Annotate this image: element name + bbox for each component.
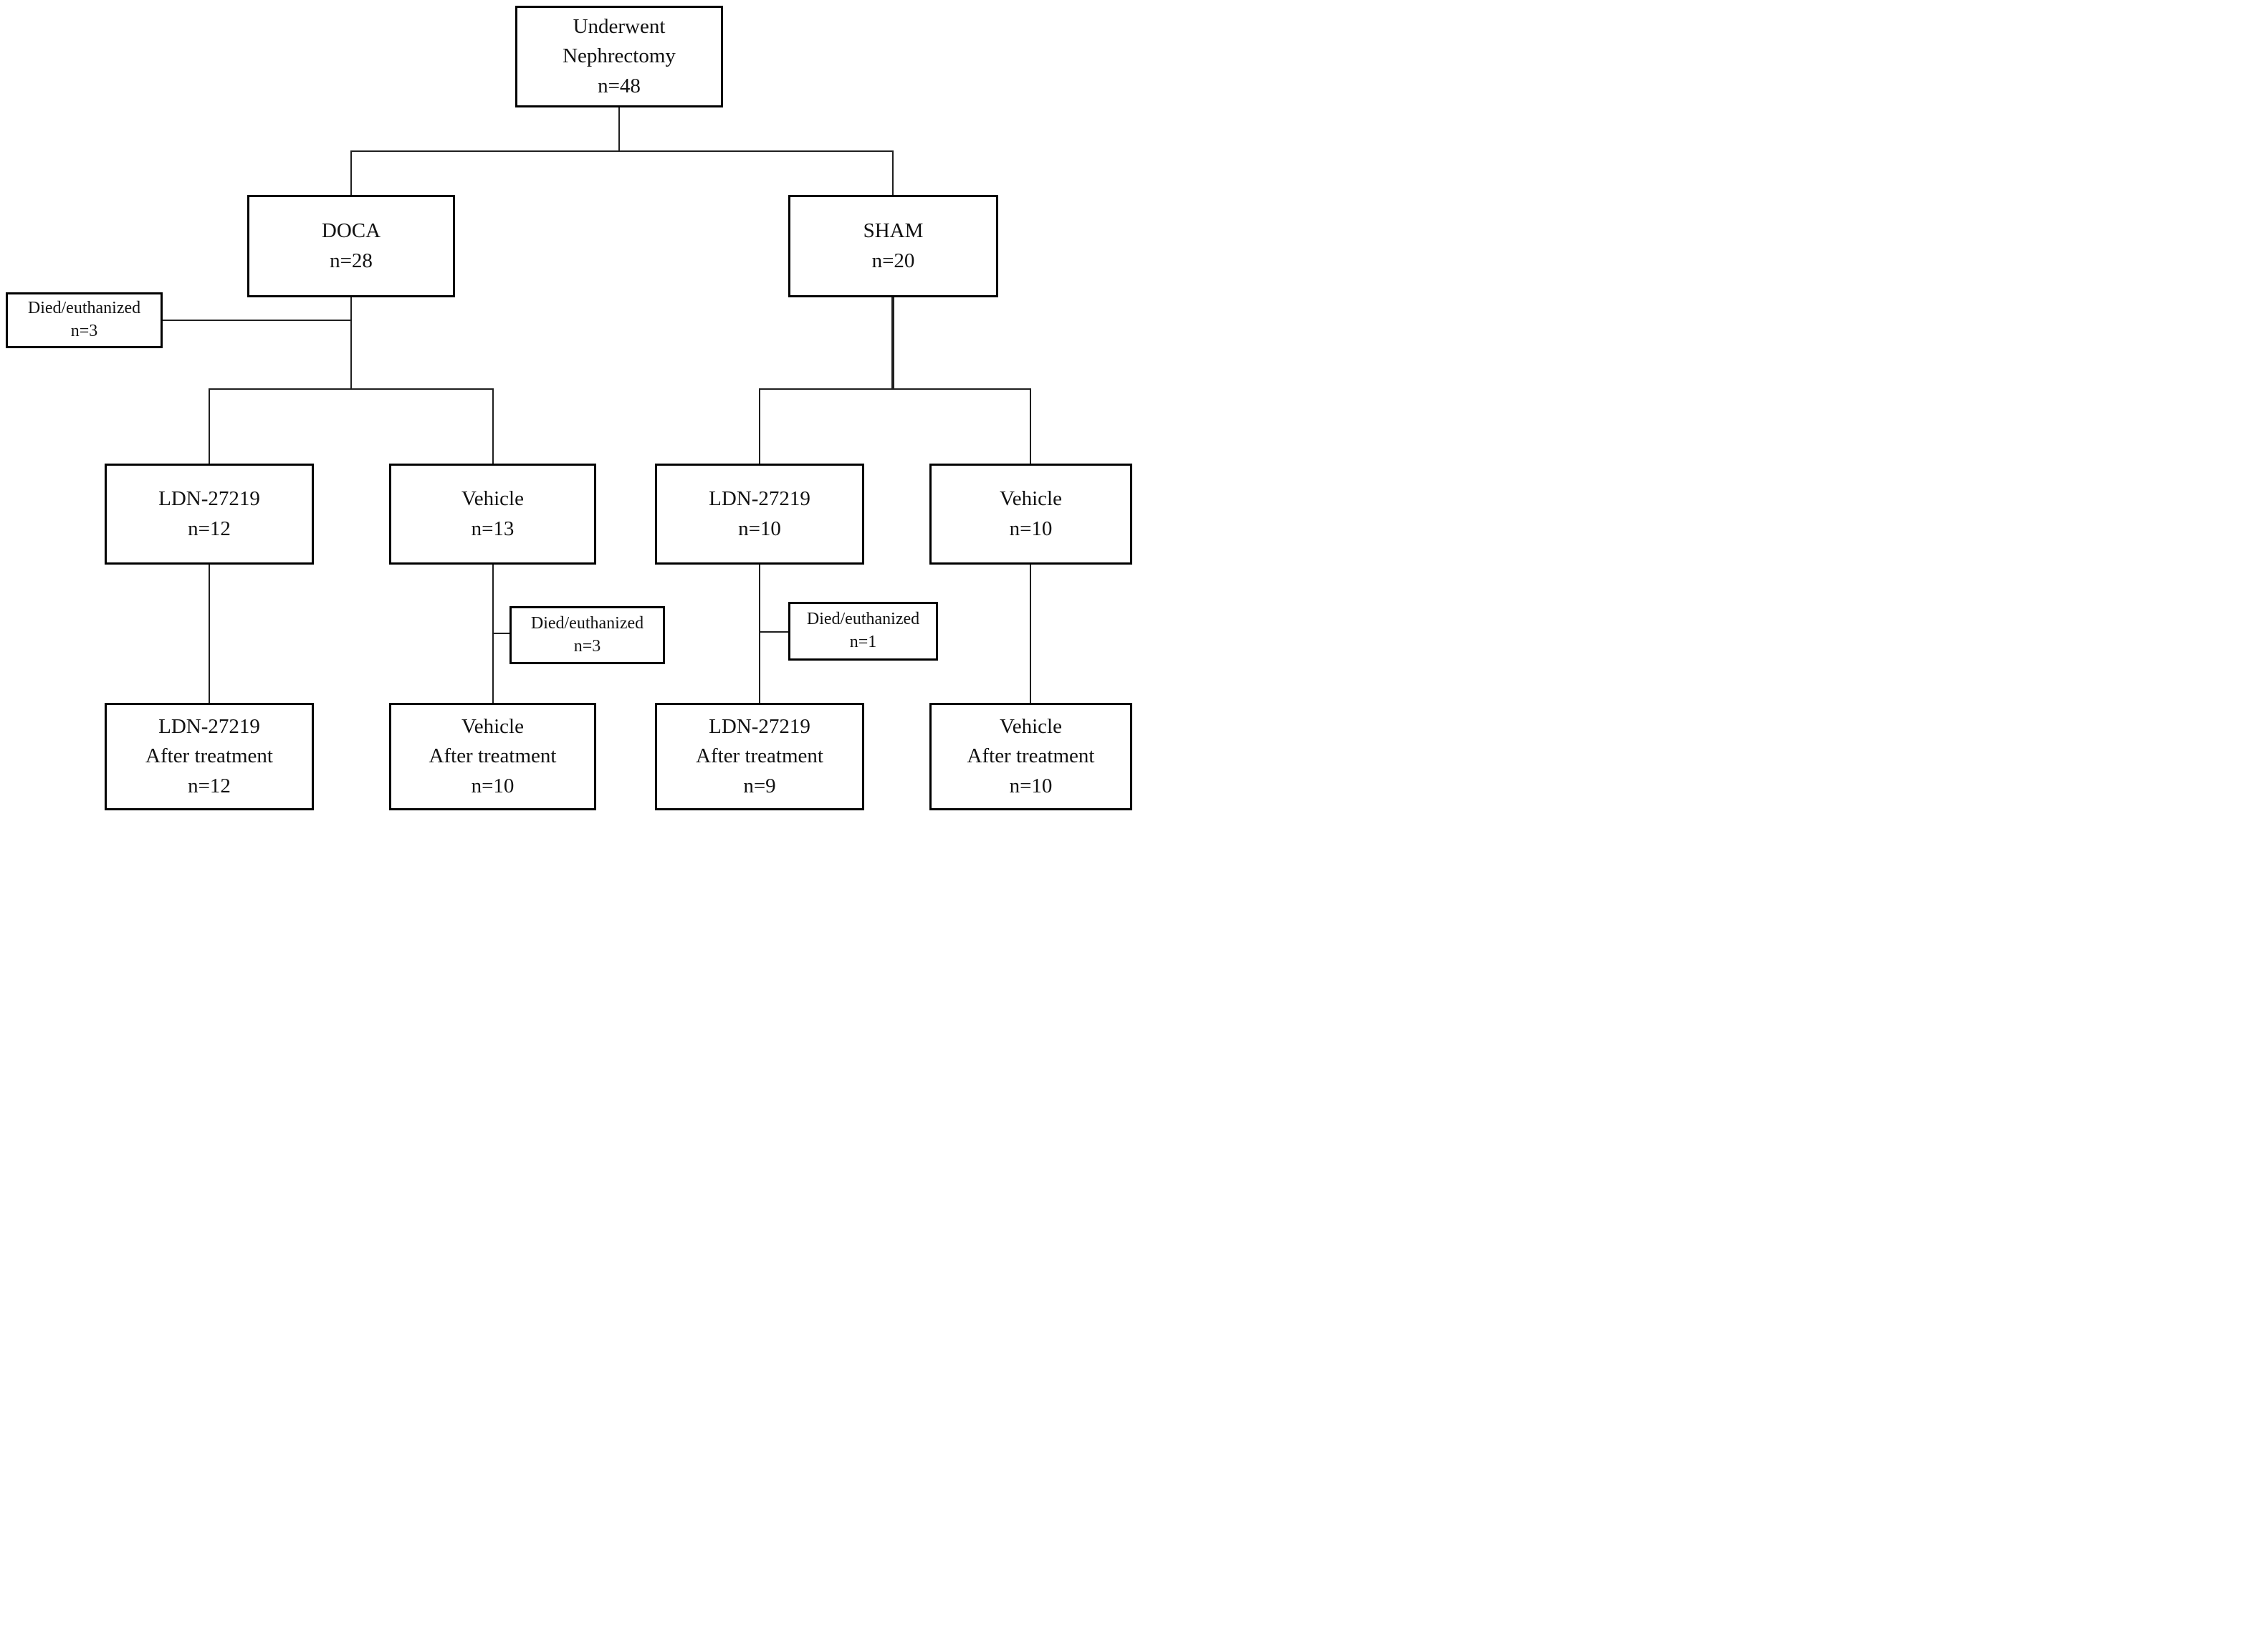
connector-ldn-sham-drop	[759, 565, 760, 703]
node-label: Underwent	[573, 15, 666, 39]
flow-diagram: Underwent Nephrectomy n=48 DOCA n=28 SHA…	[0, 0, 1134, 818]
node-vehicle-doca: Vehicle n=13	[389, 464, 596, 565]
node-ldn-sham-after-treatment: LDN-27219 After treatment n=9	[655, 703, 864, 810]
node-count: n=10	[738, 517, 781, 540]
connector-vehicle-sham-drop	[1030, 565, 1031, 703]
node-label: After treatment	[429, 744, 557, 768]
node-vehicle-sham-after-treatment: Vehicle After treatment n=10	[929, 703, 1132, 810]
node-label: Nephrectomy	[563, 44, 676, 68]
node-count: n=13	[471, 517, 515, 540]
node-died-euthanized-vehicle-doca: Died/euthanized n=3	[509, 606, 665, 664]
node-label: Vehicle	[461, 715, 524, 739]
node-ldn-sham: LDN-27219 n=10	[655, 464, 864, 565]
node-label: LDN-27219	[709, 715, 810, 739]
connector-top-splitter	[350, 150, 893, 152]
node-label: SHAM	[863, 219, 924, 243]
node-label: LDN-27219	[158, 487, 260, 511]
connector-died-vehicle-doca	[493, 633, 509, 634]
node-label: LDN-27219	[158, 715, 260, 739]
connector-to-vehicle-sham	[1030, 388, 1031, 464]
node-underwent-nephrectomy: Underwent Nephrectomy n=48	[515, 6, 723, 107]
connector-died-ldn-sham	[760, 631, 788, 633]
node-count: n=20	[871, 249, 915, 272]
node-label: Died/euthanized	[27, 299, 141, 318]
node-died-euthanized-ldn-sham: Died/euthanized n=1	[788, 602, 938, 661]
node-doca: DOCA n=28	[247, 195, 455, 297]
node-label: DOCA	[321, 219, 381, 243]
node-count: n=3	[573, 636, 601, 656]
connector-doca-splitter	[209, 388, 493, 390]
node-ldn-doca-after-treatment: LDN-27219 After treatment n=12	[105, 703, 314, 810]
node-count: n=10	[471, 774, 515, 797]
node-vehicle-doca-after-treatment: Vehicle After treatment n=10	[389, 703, 596, 810]
node-label: Vehicle	[1000, 487, 1062, 511]
node-label: After treatment	[967, 744, 1095, 768]
node-count: n=48	[598, 74, 641, 97]
node-label: After treatment	[145, 744, 273, 768]
node-count: n=3	[70, 322, 98, 340]
node-label: Vehicle	[461, 487, 524, 511]
node-count: n=10	[1009, 517, 1053, 540]
connector-to-sham	[892, 150, 894, 195]
node-count: n=28	[330, 249, 373, 272]
node-ldn-doca: LDN-27219 n=12	[105, 464, 314, 565]
node-label: Died/euthanized	[530, 613, 644, 633]
connector-doca-drop	[350, 297, 352, 389]
node-label: Died/euthanized	[806, 610, 920, 629]
connector-to-ldn-doca	[209, 388, 210, 464]
node-label: After treatment	[696, 744, 823, 768]
node-vehicle-sham: Vehicle n=10	[929, 464, 1132, 565]
connector-top-drop	[618, 107, 620, 150]
connector-died-doca	[163, 320, 351, 321]
node-count: n=12	[188, 774, 231, 797]
connector-to-vehicle-doca	[492, 388, 494, 464]
node-label: Vehicle	[1000, 715, 1062, 739]
node-count: n=12	[188, 517, 231, 540]
connector-sham-drop	[891, 297, 894, 390]
node-sham: SHAM n=20	[788, 195, 998, 297]
node-died-euthanized-doca: Died/euthanized n=3	[6, 292, 163, 348]
connector-sham-splitter	[759, 388, 1031, 390]
connector-to-ldn-sham	[759, 388, 760, 464]
connector-to-doca	[350, 150, 352, 195]
node-count: n=10	[1009, 774, 1053, 797]
connector-ldn-doca-drop	[209, 565, 210, 703]
node-count: n=1	[849, 633, 877, 651]
node-count: n=9	[743, 774, 776, 797]
node-label: LDN-27219	[709, 487, 810, 511]
